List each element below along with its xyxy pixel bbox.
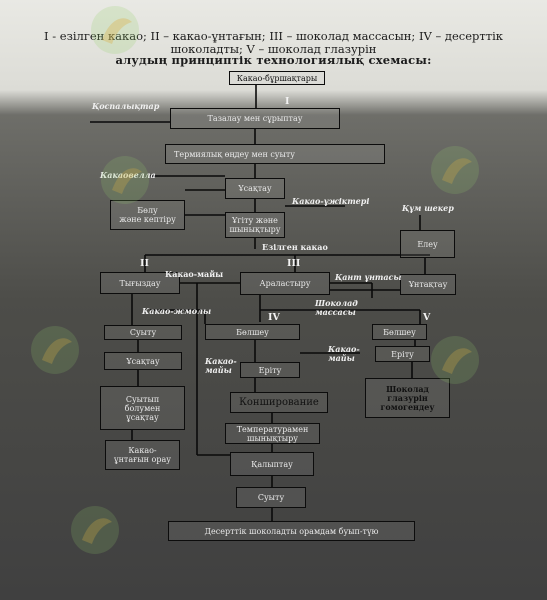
label-sugar-powder: Қант ұнтасы [335, 272, 402, 282]
label-cocoa-shells: Какаовелла [100, 171, 156, 180]
box-cooling-1: Суыту [104, 325, 182, 340]
roman-iii: ІІІ [287, 258, 301, 269]
label-cocoa-butter-2: Какао- майы [205, 356, 237, 375]
roman-i: І [285, 96, 290, 107]
label-cocoa-liquor: Езілген какао [262, 242, 328, 252]
box-mixing: Араластыру [240, 272, 330, 295]
box-grinding: Ұгіту және шынықтыру [225, 212, 285, 238]
box-glaze-homogenize: Шоколад глазурін гомогендеу [365, 378, 450, 418]
box-sifting: Елеу [400, 230, 455, 258]
watermark-logo [91, 6, 139, 54]
box-crushing-2: Ұсақтау [104, 352, 182, 370]
box-melt-v: Еріту [375, 346, 430, 362]
label-sugar-crystal: Құм шекер [402, 203, 454, 213]
box-cleaning: Тазалау мен сұрыптау [170, 108, 340, 129]
label-choc-mass: Шоколад массасы [315, 298, 358, 317]
label-cocoa-butter: Какао-майы [165, 269, 224, 279]
watermark-logo [431, 146, 479, 194]
box-cocoa-beans: Какао-бұршақтары [229, 71, 325, 85]
watermark-logo [31, 326, 79, 374]
box-separation: Бөлу және кептіру [110, 200, 185, 230]
watermark-logo [71, 506, 119, 554]
caption-line-1: І - езілген какао; ІІ – какао-ұнтағын; І… [44, 29, 503, 43]
box-final-packing: Десерттік шоколадты орамдам буып-түю [168, 521, 415, 541]
box-pressing: Тығыздау [100, 272, 180, 294]
box-cool-crush: Суытып болумен ұсақтау [100, 386, 185, 430]
box-pack-powder: Какао- ұнтағын орау [105, 440, 180, 470]
box-split-v: Бөлшеу [372, 324, 427, 340]
label-cocoa-cake: Какао-жмолы [142, 306, 212, 316]
roman-ii: ІІ [140, 258, 149, 269]
watermark-logo [101, 156, 149, 204]
box-thermal: Термиялық өңдеу мен суыту [165, 144, 385, 164]
caption-line-2: шоколадты; V – шоколад глазурін [170, 42, 377, 56]
caption-title: алудың принциптік технологиялық схемасы: [115, 53, 432, 67]
label-impurities: Қоспалықтар [92, 101, 160, 111]
box-split-iv: Бөлшеу [205, 324, 300, 340]
label-cocoa-butter-3: Какао- майы [328, 344, 360, 363]
box-crushing: Ұсақтау [225, 178, 285, 199]
box-cooling-2: Суыту [236, 487, 306, 508]
box-tempering: Температурамен шынықтыру [225, 423, 320, 444]
box-moulding: Қалыптау [230, 452, 314, 476]
roman-v: V [423, 312, 431, 323]
watermark-logo [431, 336, 479, 384]
box-conche: Конширование [230, 392, 328, 413]
label-cocoa-nibs: Какао-ұжіктері [292, 196, 370, 206]
box-melt-iv: Еріту [240, 362, 300, 378]
roman-iv: IV [268, 312, 280, 323]
box-powdering: Ұнтақтау [400, 274, 456, 295]
